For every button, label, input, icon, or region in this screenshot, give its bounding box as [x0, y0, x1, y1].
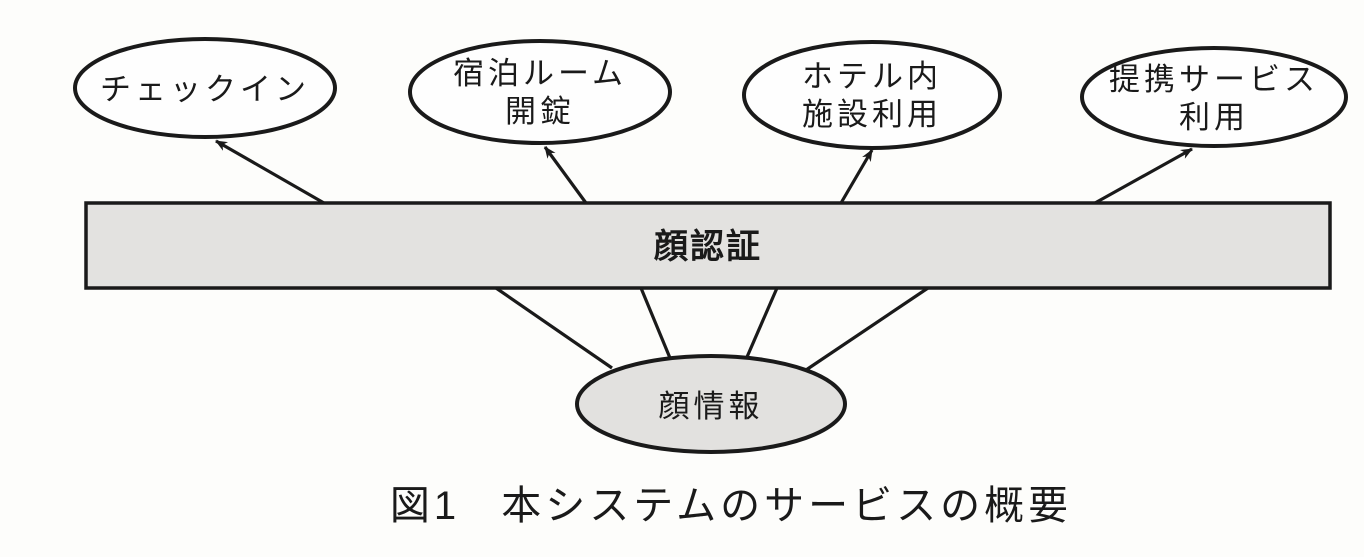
- service-node-hotel-facility-use: ホテル内 施設利用: [742, 40, 1002, 150]
- face-info-ellipse: [575, 354, 847, 454]
- face-info-link-2: [639, 287, 672, 359]
- auth-bar-rect: [84, 201, 1332, 290]
- room-unlock-ellipse: [408, 39, 672, 145]
- auth-bar-label: 顔認証: [654, 227, 762, 266]
- arrow-to-partner-service-use: [1094, 147, 1193, 205]
- service-node-check-in: チェックイン: [73, 37, 337, 139]
- arrow-to-room-unlock: [543, 146, 588, 204]
- face-info-links: [495, 286, 929, 372]
- partner-service-label-line2: 利用: [1179, 100, 1249, 135]
- check-in-label: チェックイン: [100, 72, 310, 107]
- figure-caption-number: 図1: [390, 484, 460, 528]
- face-info-link-1: [495, 286, 613, 370]
- arrow-to-hotel-facility-use: [839, 149, 874, 204]
- service-node-partner-service-use: 提携サービス 利用: [1080, 46, 1348, 148]
- partner-service-ellipse: [1080, 46, 1348, 148]
- face-info-link-3: [745, 287, 779, 358]
- room-unlock-label-line1: 宿泊ルーム: [453, 56, 627, 91]
- hotel-facility-label-line1: ホテル内: [802, 59, 942, 94]
- check-in-ellipse: [73, 37, 337, 139]
- arrow-to-check-in: [215, 139, 325, 205]
- auth-bar-node: 顔認証: [84, 201, 1332, 290]
- service-node-room-unlock: 宿泊ルーム 開錠: [408, 39, 672, 145]
- face-info-node: 顔情報: [575, 354, 847, 454]
- service-arrows: [215, 139, 1193, 205]
- room-unlock-label-line2: 開錠: [505, 94, 575, 129]
- hotel-facility-label-line2: 施設利用: [802, 97, 942, 132]
- face-info-link-4: [805, 286, 929, 372]
- hotel-facility-ellipse: [742, 40, 1002, 150]
- partner-service-label-line1: 提携サービス: [1109, 62, 1319, 97]
- figure-caption: 図1 本システムのサービスの概要: [390, 484, 1072, 528]
- figure-caption-title: 本システムのサービスの概要: [501, 484, 1072, 528]
- face-info-label: 顔情報: [659, 389, 764, 424]
